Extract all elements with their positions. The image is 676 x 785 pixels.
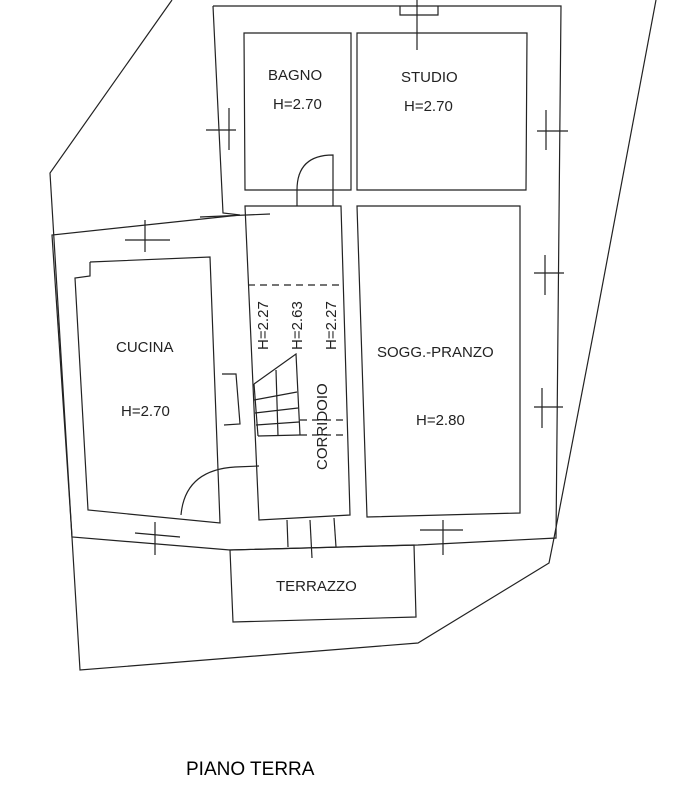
room-terrazzo [229, 544, 417, 623]
plan-title: PIANO TERRA [186, 759, 315, 780]
door-bagno [296, 154, 334, 206]
door-cucina [180, 465, 260, 516]
soggiorno-height: H=2.80 [416, 412, 465, 429]
windows [125, 0, 568, 559]
terrazzo-label: TERRAZZO [276, 578, 357, 595]
corridoio-height-3: H=2.27 [323, 301, 340, 350]
corridoio-height-1: H=2.27 [255, 301, 272, 350]
corridoio-label: CORRIDOIO [314, 383, 331, 470]
lot-boundary [49, 0, 657, 671]
bagno-label: BAGNO [268, 67, 322, 84]
room-bagno [243, 32, 352, 191]
room-corridoio [244, 205, 351, 521]
cucina-height: H=2.70 [121, 403, 170, 420]
studio-label: STUDIO [401, 69, 458, 86]
room-soggiorno [356, 205, 521, 518]
building-outer-wall [51, 5, 562, 551]
cucina-label: CUCINA [116, 339, 174, 356]
room-studio [356, 32, 528, 191]
studio-height: H=2.70 [404, 98, 453, 115]
corridoio-height-2: H=2.63 [289, 301, 306, 350]
bagno-height: H=2.70 [273, 96, 322, 113]
stairs [253, 352, 301, 437]
room-cucina [74, 256, 221, 524]
cucina-niche [222, 373, 241, 426]
soggiorno-label: SOGG.-PRANZO [377, 344, 494, 361]
